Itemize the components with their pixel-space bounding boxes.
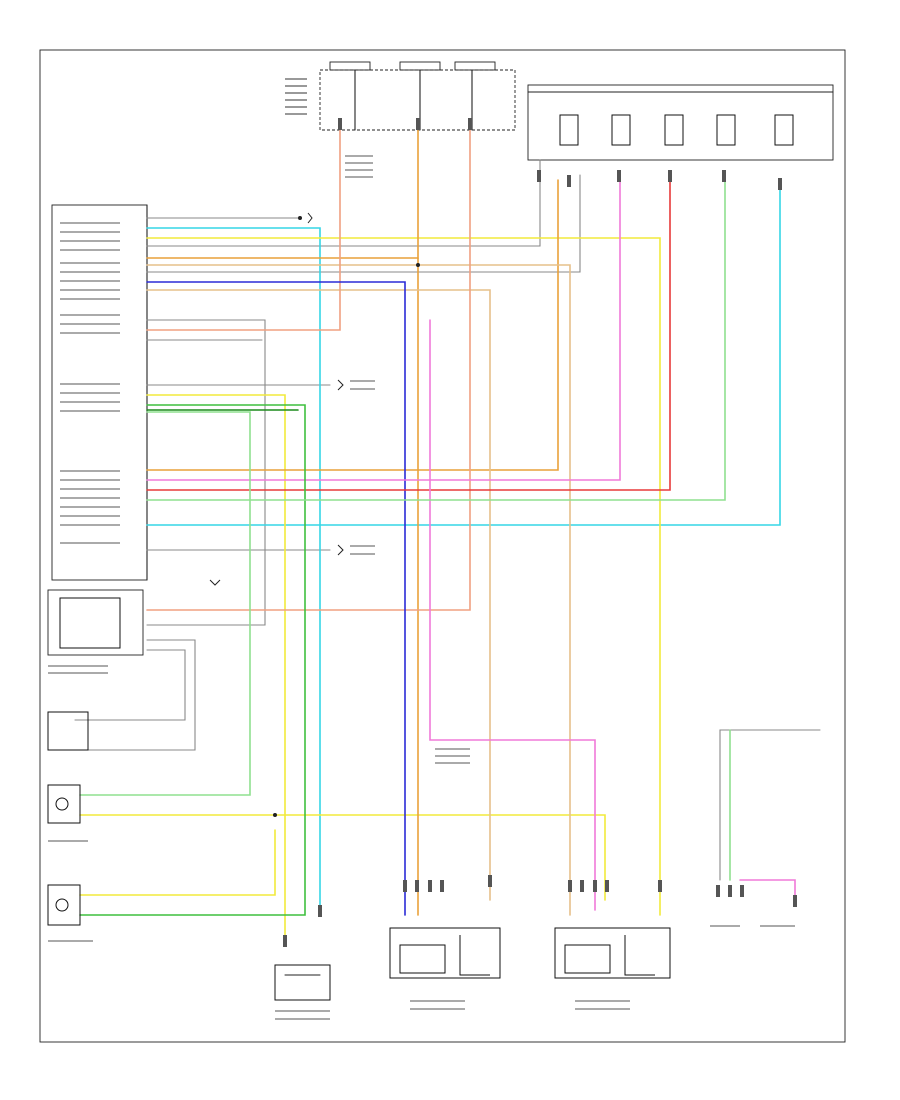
top-left-label-block — [285, 78, 307, 115]
ambient-temp-sensor — [47, 784, 81, 824]
air-temp-actuator-left — [389, 927, 501, 979]
connector-pins-top — [338, 118, 782, 190]
top-right-module — [527, 84, 834, 161]
diagram-border — [39, 49, 846, 1043]
recirc-actuator — [274, 964, 331, 1001]
hvac-control-module — [51, 204, 148, 581]
inside-temp-sensor — [47, 884, 81, 926]
blower-resistor — [47, 711, 89, 751]
air-temp-actuator-right — [554, 927, 671, 979]
blower-control-module — [47, 589, 144, 656]
splice-dot — [273, 216, 420, 817]
annotation-marks — [48, 155, 795, 1020]
connector-pins-bottom — [283, 875, 797, 947]
ground-symbol — [209, 212, 344, 586]
wire-harness — [74, 129, 821, 941]
